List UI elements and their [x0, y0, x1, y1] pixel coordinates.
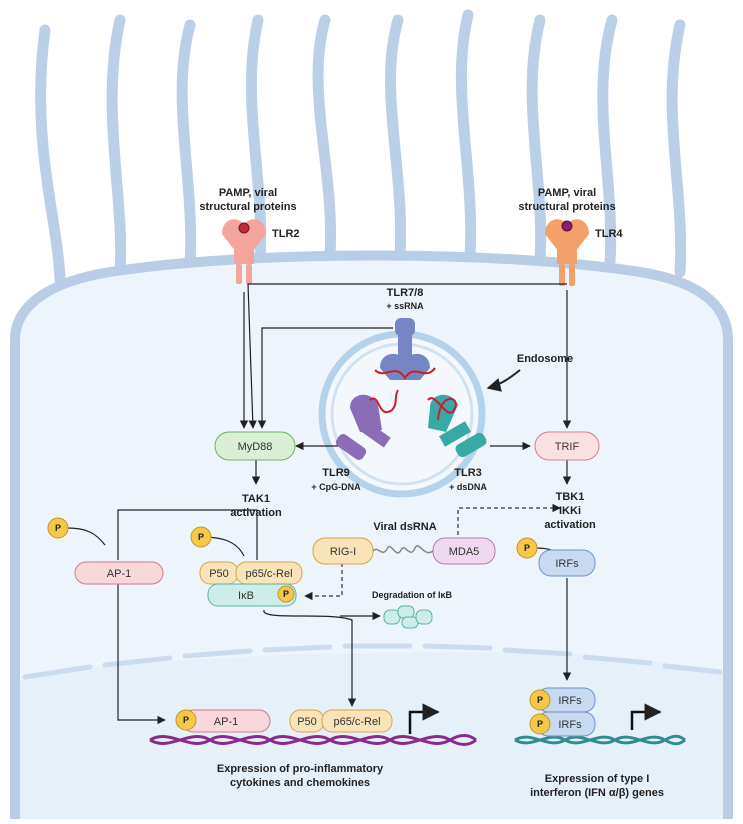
- nuclear-envelope: [22, 643, 723, 680]
- dna-right: [514, 734, 686, 746]
- svg-text:P: P: [198, 532, 204, 542]
- tlr9-label: TLR9: [322, 467, 350, 479]
- svg-text:P: P: [537, 695, 543, 705]
- proinflammatory-line2: cytokines and chemokines: [230, 777, 370, 789]
- endosome-label: Endosome: [517, 353, 573, 365]
- ap1-box-cytoplasm: [74, 561, 164, 585]
- tlr4-ligand-line2: structural proteins: [518, 201, 615, 213]
- p50-text-nucleus: P50: [297, 716, 317, 728]
- tlr4-label: TLR4: [595, 228, 623, 240]
- endosome-pointer: [486, 369, 521, 392]
- tbk1-line2: IKKi: [559, 505, 581, 517]
- p65-text-nucleus: p65/c-Rel: [333, 716, 380, 728]
- proinflammatory-line1: Expression of pro-inflammatory: [217, 763, 384, 775]
- trif-text: TRIF: [555, 441, 580, 453]
- tlr78-ligand: + ssRNA: [386, 301, 424, 311]
- ap1-text-cytoplasm: AP-1: [107, 568, 131, 580]
- trif-box: [534, 431, 600, 461]
- tlr9-receptor: [335, 389, 399, 460]
- tbk1-line1: TBK1: [556, 491, 585, 503]
- ikb-box: [207, 583, 297, 607]
- dna-left: [149, 734, 477, 746]
- myd88-text: MyD88: [238, 441, 273, 453]
- irfs-text-cytoplasm: IRFs: [555, 558, 579, 570]
- ap1-text-nucleus: AP-1: [214, 716, 238, 728]
- rigi-text: RIG-I: [330, 546, 356, 558]
- tlr3-label: TLR3: [454, 467, 482, 479]
- tlr2-ligand-line2: structural proteins: [199, 201, 296, 213]
- myd88-box: [214, 431, 296, 461]
- irfs-text-nucleus-bottom: IRFs: [558, 719, 582, 731]
- transcription-start-right-icon: [630, 703, 662, 730]
- dashed-arrows: [304, 503, 561, 601]
- tlr3-receptor: [427, 394, 487, 458]
- signaling-arrows: [66, 283, 572, 725]
- viral-dsrna-label: Viral dsRNA: [373, 521, 436, 533]
- interferon-line1: Expression of type I: [545, 773, 650, 785]
- tak1-line1: TAK1: [242, 493, 270, 505]
- transcription-start-left-icon: [408, 703, 440, 734]
- tlr2-receptor: [222, 219, 266, 284]
- tlr3-ligand: + dsDNA: [449, 482, 487, 492]
- degraded-ikb: [383, 605, 433, 629]
- svg-text:P: P: [524, 543, 530, 553]
- tlr4-ligand-line1: PAMP, viral: [538, 187, 596, 199]
- svg-text:P: P: [283, 589, 289, 599]
- tak1-line2: activation: [230, 507, 282, 519]
- tbk1-line3: activation: [544, 519, 596, 531]
- svg-text:P: P: [537, 719, 543, 729]
- mda5-text: MDA5: [449, 546, 480, 558]
- interferon-line2: interferon (IFN α/β) genes: [530, 787, 664, 799]
- tlr2-label: TLR2: [272, 228, 300, 240]
- tlr2-ligand-line1: PAMP, viral: [219, 187, 277, 199]
- svg-text:P: P: [183, 715, 189, 725]
- tlr78-label: TLR7/8: [387, 287, 424, 299]
- tlr9-ligand: + CpG-DNA: [311, 482, 361, 492]
- svg-text:P: P: [55, 523, 61, 533]
- irfs-text-nucleus-top: IRFs: [558, 695, 582, 707]
- degradation-label: Degradation of IκB: [372, 590, 453, 600]
- ikb-text: IκB: [238, 590, 254, 602]
- p65-box-nucleus: [321, 709, 393, 733]
- phosphate-labels: P P P P P P P: [55, 523, 543, 729]
- irfs-box-cytoplasm: [538, 549, 596, 577]
- tlr4-receptor: [545, 219, 589, 286]
- viral-dsrna-strand: [372, 545, 434, 554]
- microvilli: [35, 9, 687, 286]
- p50-text: P50: [209, 568, 229, 580]
- tlr78-receptor: [374, 318, 436, 380]
- phosphate-icons: [47, 517, 551, 735]
- p65-text: p65/c-Rel: [245, 568, 292, 580]
